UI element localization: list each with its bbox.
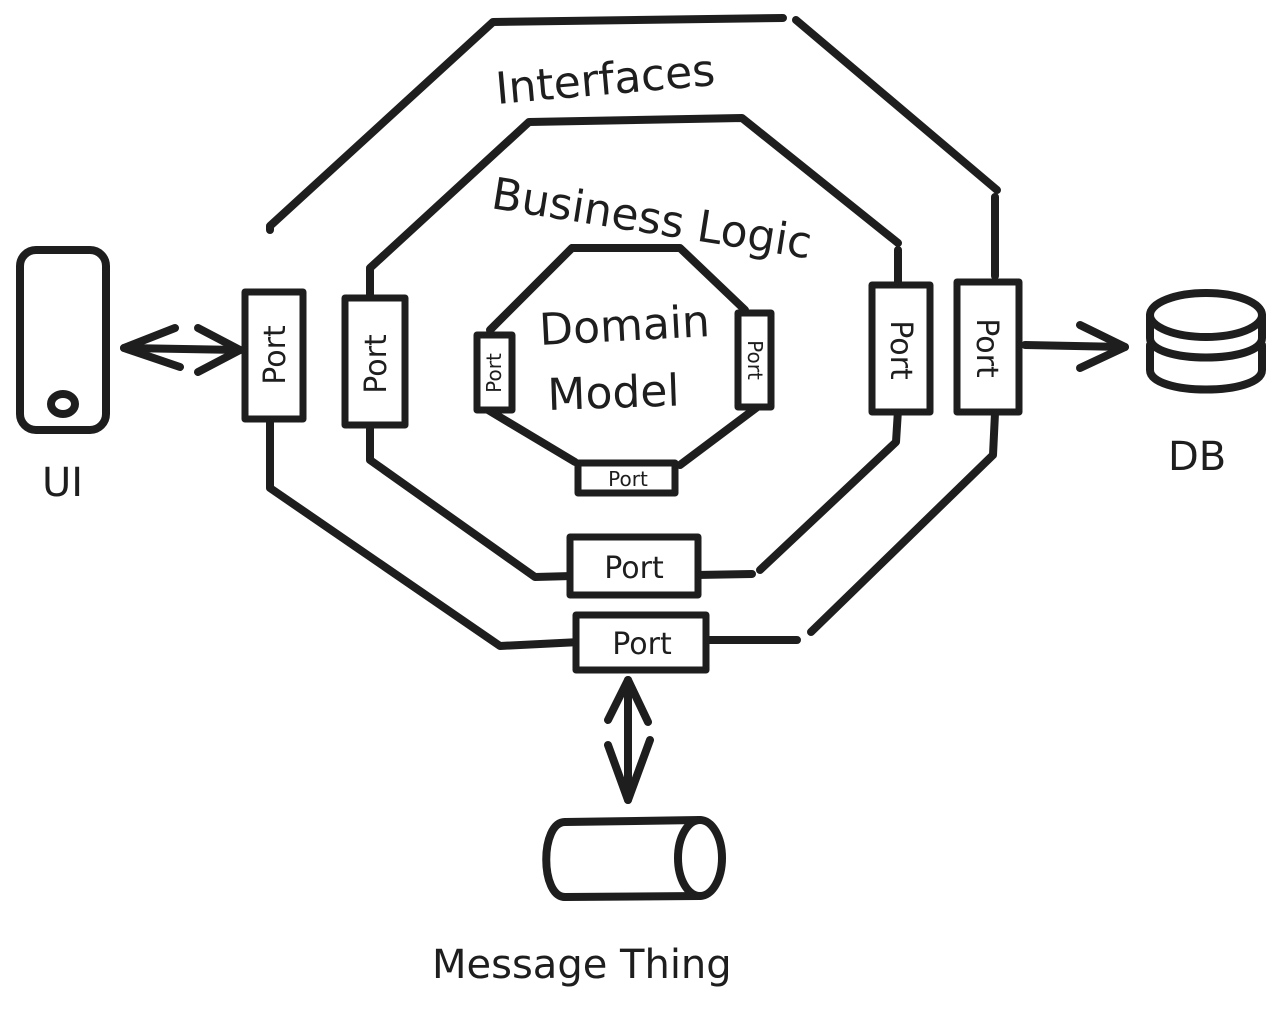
domain-model-layer-outline: [484, 244, 764, 469]
port-interfaces-bottom: Port: [572, 611, 710, 674]
port-business-right: Port: [868, 281, 934, 416]
port-business-bottom: Port: [566, 533, 702, 599]
business-logic-layer-outline: [366, 114, 902, 581]
ui-label: UI: [42, 460, 83, 506]
db-label: DB: [1168, 434, 1226, 480]
interfaces-layer-outline: [266, 14, 1001, 650]
port-domain-right: Port: [734, 309, 775, 411]
port-message-bidirectional-arrow: [604, 676, 654, 804]
message-queue-icon: [542, 816, 726, 901]
business-logic-label: Business Logic: [488, 168, 815, 269]
ui-port-bidirectional-arrow: [120, 324, 244, 376]
svg-text:Port: Port: [604, 551, 664, 586]
interfaces-label: Interfaces: [494, 45, 718, 115]
port-domain-bottom: Port: [574, 459, 679, 497]
svg-text:Port: Port: [743, 340, 767, 380]
port-business-left: Port: [341, 294, 409, 429]
message-thing-label: Message Thing: [432, 942, 732, 988]
svg-text:Port: Port: [359, 334, 394, 394]
port-domain-left: Port: [473, 331, 516, 414]
domain-model-label-line1: Domain: [538, 296, 711, 356]
svg-text:Port: Port: [883, 320, 918, 380]
ui-device-icon: [16, 246, 110, 434]
svg-text:Port: Port: [969, 318, 1004, 378]
svg-text:Port: Port: [258, 325, 293, 385]
port-db-arrow: [1021, 321, 1129, 372]
port-interfaces-right: Port: [953, 278, 1023, 416]
svg-text:Port: Port: [482, 353, 506, 393]
database-icon: [1146, 289, 1266, 394]
svg-text:Port: Port: [612, 627, 672, 662]
svg-text:Port: Port: [608, 467, 648, 491]
domain-model-label-line2: Model: [547, 365, 681, 421]
port-interfaces-left: Port: [241, 288, 307, 423]
